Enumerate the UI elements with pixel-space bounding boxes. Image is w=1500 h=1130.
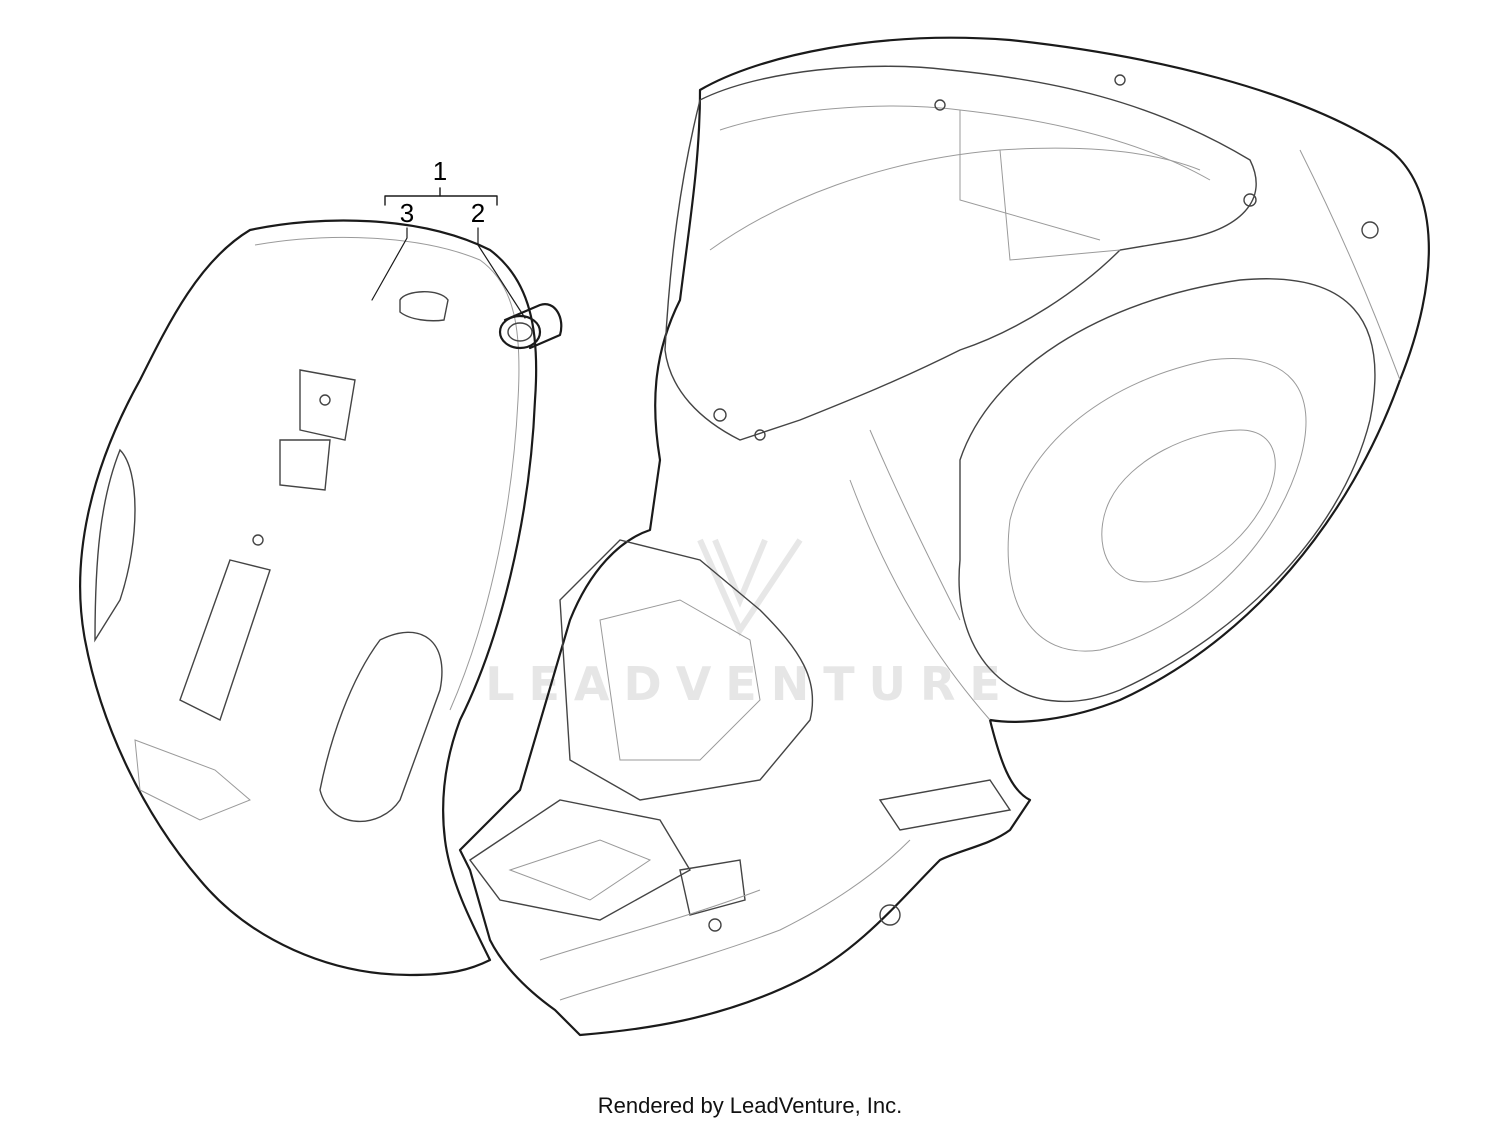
leg-shield [79, 219, 538, 977]
callout-2: 2 [471, 198, 485, 228]
callouts: 1 2 3 [371, 156, 526, 319]
callout-1: 1 [433, 156, 447, 186]
watermark-text: LEADVENTURE [485, 657, 1015, 711]
footer-credit: Rendered by LeadVenture, Inc. [597, 1093, 903, 1118]
bushing-part [498, 303, 563, 350]
watermark: LEADVENTURE [485, 538, 1015, 711]
watermark-logo-icon [697, 538, 803, 637]
callout-3: 3 [400, 198, 414, 228]
body-frame [458, 36, 1430, 1037]
